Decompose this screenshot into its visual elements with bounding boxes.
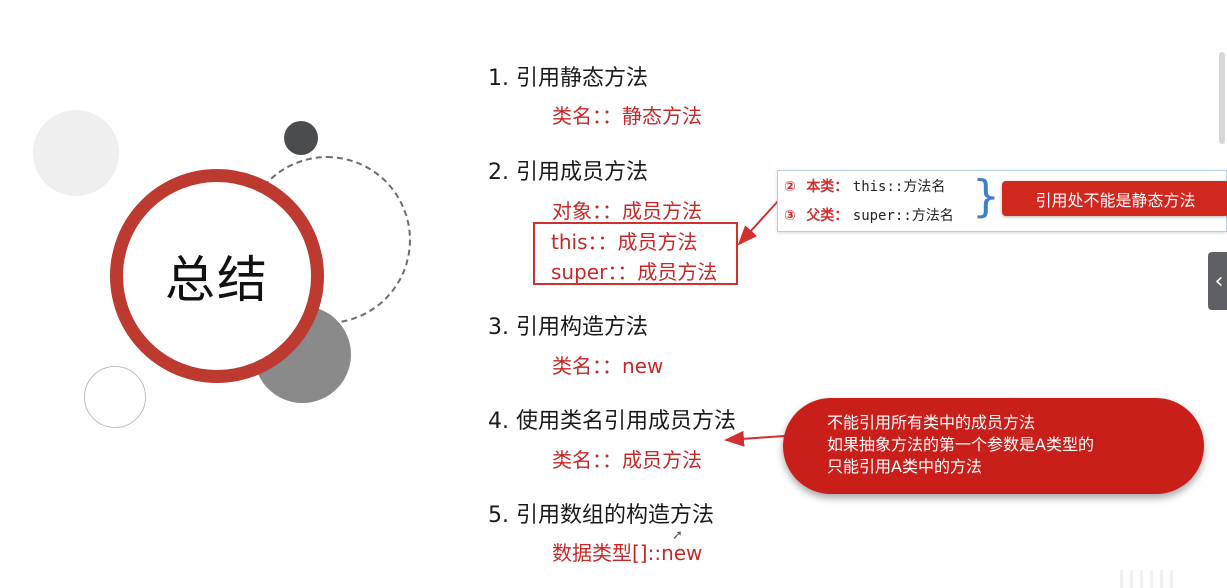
callout-note: 引用处不能是静态方法: [1002, 181, 1227, 216]
list-item-3: 3. 引用构造方法: [488, 315, 648, 340]
callout-row-super: ③ 父类： super::方法名: [784, 205, 954, 225]
arrow-to-item-4: [724, 430, 786, 447]
callout-code-this: this::方法名: [852, 179, 946, 195]
callout-key-parent-class: 父类：: [806, 208, 849, 224]
note-line-1: 不能引用所有类中的成员方法: [827, 413, 1036, 432]
mouse-cursor-icon: ➚: [672, 528, 683, 543]
list-item-5-sub: 数据类型[]::new: [552, 541, 703, 565]
list-item-4-sub: 类名：：成员方法: [552, 448, 702, 472]
side-panel-toggle[interactable]: ‹: [1208, 252, 1227, 310]
highlight-box: [533, 222, 738, 285]
note-line-2: 如果抽象方法的第一个参数是A类型的: [827, 435, 1094, 454]
list-item-2-sub-object: 对象：：成员方法: [552, 199, 702, 223]
arrow-to-highlight-box: [737, 199, 780, 246]
scrollbar[interactable]: [1219, 52, 1225, 144]
decorative-circle-dark: [284, 121, 318, 155]
list-item-5: 5. 引用数组的构造方法: [488, 503, 714, 528]
list-item-2-sub-super: super：：成员方法: [551, 260, 718, 284]
decorative-circle-light: [33, 110, 119, 196]
list-item-1-sub: 类名：：静态方法: [552, 104, 702, 128]
list-item-2: 2. 引用成员方法: [488, 160, 648, 185]
list-item-1: 1. 引用静态方法: [488, 66, 648, 91]
list-item-4: 4. 使用类名引用成员方法: [488, 409, 736, 434]
watermark: [1120, 570, 1180, 588]
callout-num-2: ②: [784, 179, 796, 195]
note-bubble: 不能引用所有类中的成员方法 如果抽象方法的第一个参数是A类型的 只能引用A类中的…: [783, 398, 1204, 494]
callout-code-super: super::方法名: [852, 208, 954, 224]
callout-key-this-class: 本类：: [806, 179, 849, 195]
list-item-3-sub: 类名：：new: [552, 354, 664, 378]
list-item-2-sub-this: this：：成员方法: [551, 230, 698, 254]
callout-row-this: ② 本类： this::方法名: [784, 176, 945, 196]
callout-num-3: ③: [784, 208, 796, 224]
chevron-left-icon: ‹: [1214, 268, 1224, 294]
decorative-circle-outline: [84, 366, 146, 428]
note-line-3: 只能引用A类中的方法: [827, 457, 982, 476]
brace-icon: }: [972, 171, 1000, 222]
summary-title: 总结: [165, 251, 269, 309]
